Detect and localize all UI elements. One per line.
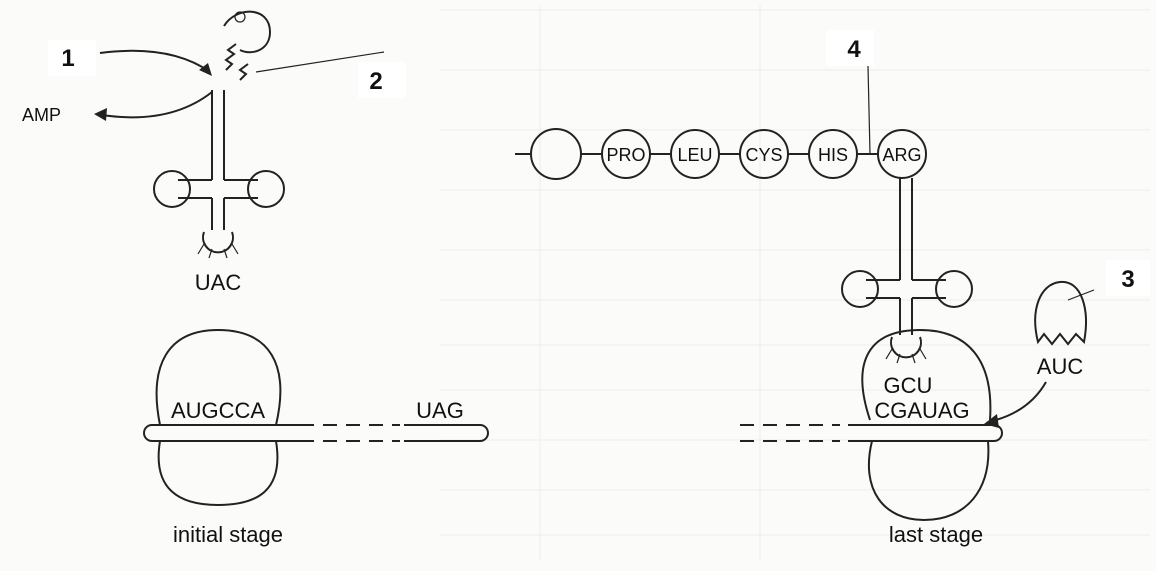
number-label-4: 4 — [847, 36, 861, 63]
amino-acid-label-leu: LEU — [677, 145, 712, 165]
number-label-2: 2 — [369, 68, 382, 95]
pointer-line-3 — [1067, 289, 1095, 301]
number-label-1: 1 — [61, 45, 74, 72]
pointer-line-2 — [255, 51, 385, 73]
number-box-2 — [358, 62, 406, 98]
right-panel: 4 PRO LEU CYS HIS ARG GCU CGAUAG 3 AUC — [515, 30, 1150, 547]
trna-anticodon-stem — [899, 298, 913, 335]
mrna-strand — [848, 424, 994, 442]
trna-anticodon-loop — [890, 336, 922, 359]
trna-right-loop — [935, 270, 973, 308]
ribosome-large-subunit — [155, 328, 282, 426]
mrna-5-end — [143, 424, 153, 442]
left-panel: 1 AMP 2 UAC AUGCC — [22, 10, 489, 547]
anticodon-ticks — [197, 243, 239, 259]
anticodon-gcu: GCU — [884, 373, 933, 398]
ribosome-large-subunit — [861, 328, 992, 421]
ribosome-small-subunit — [867, 440, 990, 522]
trna-right-arm — [224, 179, 258, 199]
mrna-dashed — [300, 424, 400, 442]
anticodon-uac: UAC — [195, 270, 242, 295]
caption-initial-stage: initial stage — [173, 522, 283, 547]
amino-acid-chain: PRO LEU CYS HIS ARG — [601, 129, 927, 179]
amino-acid-label-pro: PRO — [606, 145, 645, 165]
arrow-1-to-site — [99, 49, 211, 73]
energy-bond-zigzag-2 — [238, 63, 249, 81]
amp-label: AMP — [22, 105, 61, 125]
amino-acid-arg — [877, 129, 927, 179]
arrow-to-stop-codon — [995, 381, 1047, 421]
energy-bond-zigzag — [224, 43, 237, 71]
trna-left-arm — [178, 179, 212, 199]
mrna-dashed — [740, 424, 840, 442]
amino-acid-label-arg: ARG — [882, 145, 921, 165]
mrna-codons: CGAUAG — [874, 398, 969, 423]
number-box-4 — [826, 30, 874, 66]
activating-enzyme — [223, 10, 272, 54]
mrna-start-codons: AUGCCA — [171, 398, 265, 423]
arrow-1-head — [199, 63, 212, 76]
amino-acid-label-cys: CYS — [745, 145, 782, 165]
anticodon-ticks — [885, 348, 927, 364]
amino-acid-site — [234, 11, 246, 23]
trna-acceptor-stem — [211, 90, 225, 180]
mrna-stop-codon: UAG — [416, 398, 464, 423]
arrow-stop-head — [984, 414, 999, 428]
arrow-amp-head — [94, 108, 107, 121]
pointer-line-4 — [867, 65, 871, 155]
release-factor — [1034, 280, 1087, 346]
trna-anticodon-stem — [211, 198, 225, 230]
trna-right-loop — [247, 170, 285, 208]
mrna-3-segment — [404, 424, 480, 442]
trna-anticodon-loop — [202, 231, 234, 254]
mrna-3-end — [479, 424, 489, 442]
amino-acid-empty — [530, 128, 582, 180]
trna-acceptor-stem — [899, 178, 913, 280]
trna-left-loop — [841, 270, 879, 308]
incoming-anticodon-auc: AUC — [1037, 354, 1084, 379]
trna-left-loop — [153, 170, 191, 208]
number-label-3: 3 — [1121, 266, 1134, 293]
caption-last-stage: last stage — [889, 522, 983, 547]
trna-left-arm — [866, 279, 900, 299]
arrow-amp-release — [101, 91, 213, 119]
amino-acid-label-his: HIS — [818, 145, 848, 165]
background-show-through — [440, 5, 1150, 560]
number-box-3 — [1106, 260, 1150, 296]
ribosome-small-subunit — [157, 440, 279, 507]
number-box-1 — [48, 40, 96, 76]
mrna-strand — [152, 424, 300, 442]
trna-right-arm — [912, 279, 946, 299]
